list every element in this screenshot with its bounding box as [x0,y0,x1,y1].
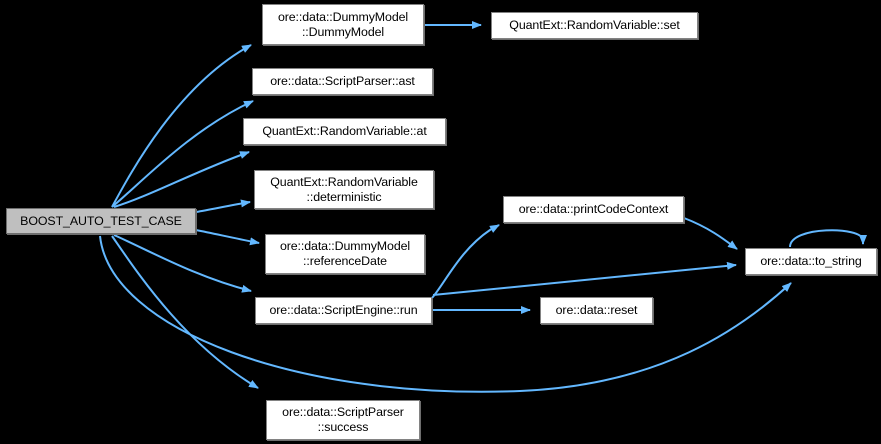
edge-boost-to-scriptparser-ast [111,100,254,208]
edge-boost-to-to-string [99,235,792,393]
node-randomvariable-deterministic[interactable]: QuantExt::RandomVariable ::deterministic [254,170,434,209]
edge-boost-to-scriptparser-success [111,235,259,389]
edge-run-to-printcodecontext [431,224,500,299]
node-printcodecontext[interactable]: ore::data::printCodeContext [503,196,684,223]
node-randomvariable-set[interactable]: QuantExt::RandomVariable::set [491,12,698,39]
node-randomvariable-at[interactable]: QuantExt::RandomVariable::at [243,118,446,145]
node-to-string[interactable]: ore::data::to_string [745,248,877,275]
edge-boost-to-referencedate [195,229,260,246]
node-reset[interactable]: ore::data::reset [540,297,653,324]
node-scriptengine-run[interactable]: ore::data::ScriptEngine::run [255,297,432,324]
node-boost-auto-test-case[interactable]: BOOST_AUTO_TEST_CASE [6,208,196,234]
edge-boost-to-dummymodel-ctor [111,44,252,208]
edge-boost-to-randomvariable-at [113,151,250,208]
edge-boost-to-scriptengine-run [113,234,252,293]
node-dummymodel-constructor[interactable]: ore::data::DummyModel ::DummyModel [262,4,424,45]
node-scriptparser-success[interactable]: ore::data::ScriptParser ::success [266,400,420,440]
edge-to-string-self-loop [789,229,867,248]
node-dummymodel-referencedate[interactable]: ore::data::DummyModel ::referenceDate [265,234,425,274]
node-scriptparser-ast[interactable]: ore::data::ScriptParser::ast [252,68,433,95]
edge-boost-to-deterministic [195,199,251,213]
edge-printcodecontext-to-to-string [683,217,738,250]
edge-run-to-to-string [432,261,737,296]
